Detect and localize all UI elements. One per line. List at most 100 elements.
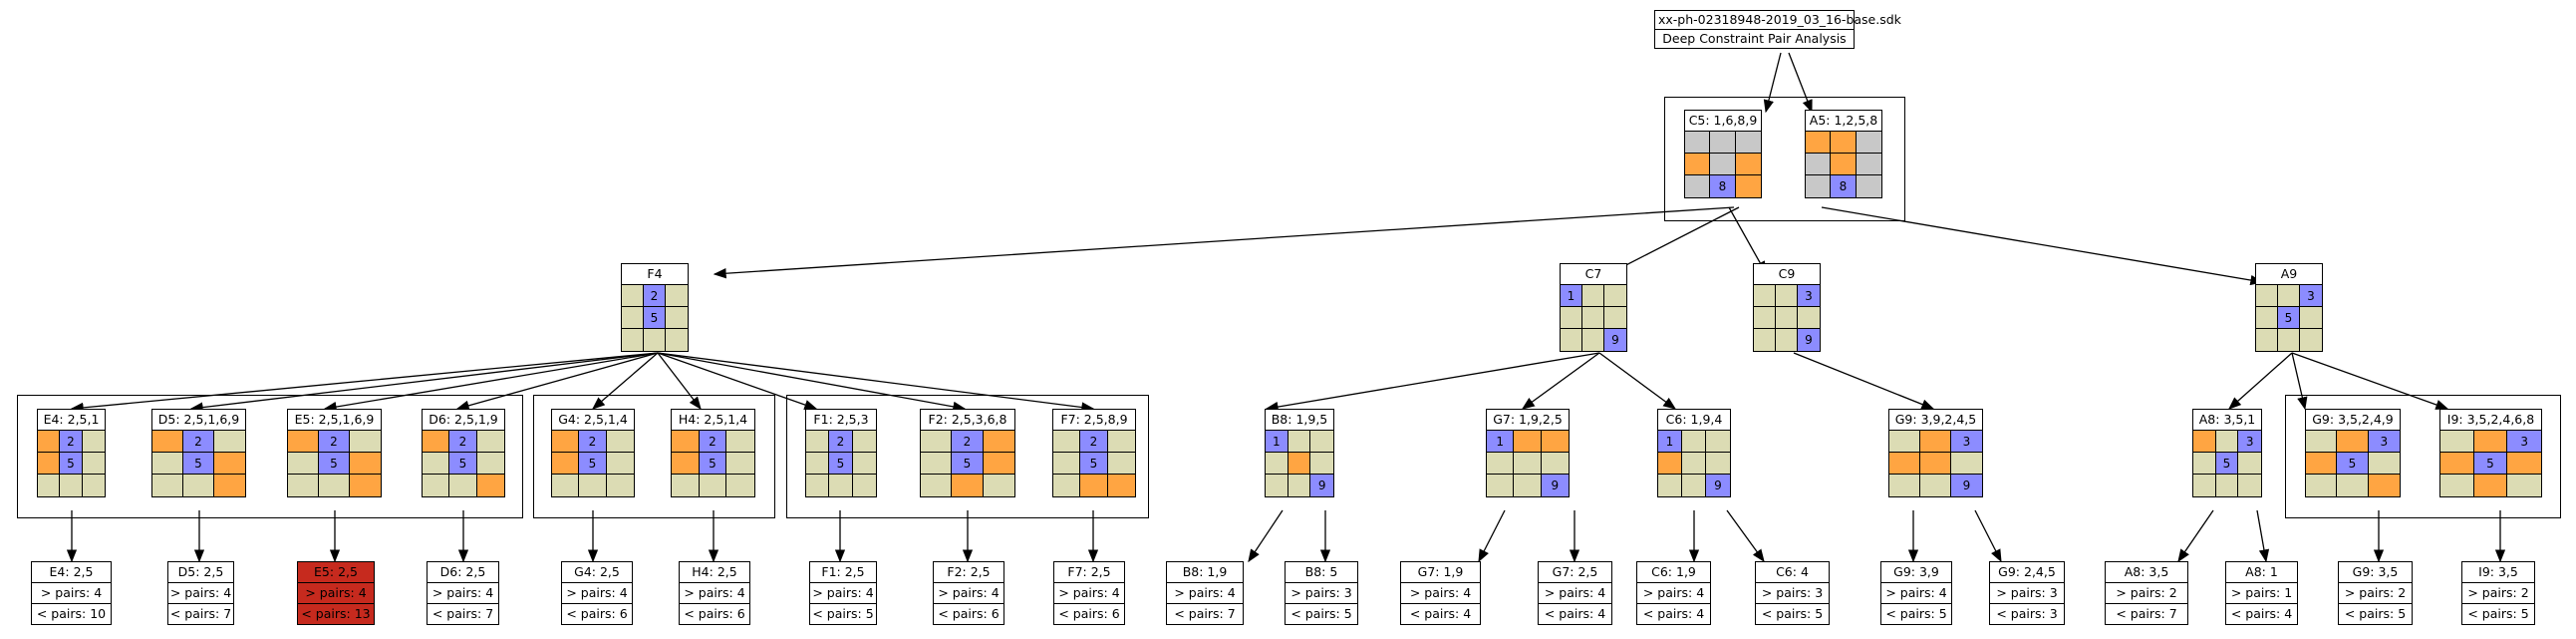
node-title: A5: 1,2,5,8 — [1806, 111, 1881, 132]
grid-cell — [806, 453, 830, 475]
leaf-cell-title: C6: 4 — [1776, 564, 1809, 579]
grid-cell: 2 — [829, 431, 853, 453]
grid-cell — [921, 431, 953, 453]
grid-cell — [1107, 431, 1135, 453]
grid-cell — [2507, 475, 2541, 496]
grid-cell — [214, 431, 245, 453]
grid-cell — [1266, 475, 1288, 496]
leaf-lt-pairs: < pairs: 7 — [2106, 603, 2187, 624]
grid-cell — [2300, 329, 2322, 351]
grid-cell: 5 — [449, 453, 477, 475]
grid-cell — [288, 475, 319, 496]
grid-cell: 5 — [1080, 453, 1108, 475]
leaf-lt-pairs: < pairs: 7 — [168, 603, 233, 624]
edge-arrow — [1821, 206, 2264, 286]
grid-cell — [579, 475, 607, 496]
grid-cell — [921, 453, 953, 475]
node-title: F2: 2,5,3,6,8 — [921, 410, 1014, 431]
grid-cell: 5 — [2473, 453, 2508, 475]
grid-cell — [82, 475, 105, 496]
grid-cell — [983, 475, 1014, 496]
grid-cell — [552, 475, 580, 496]
grid-cell: 5 — [952, 453, 984, 475]
leaf-g7a: G7: 1,9> pairs: 4< pairs: 4 — [1400, 561, 1481, 625]
node-title: A9 — [2256, 264, 2322, 285]
grid-cell — [476, 453, 504, 475]
leaf-gt-pairs: > pairs: 4 — [298, 582, 374, 603]
node-title: G9: 3,9,2,4,5 — [1889, 410, 1982, 431]
leaf-d5: D5: 2,5> pairs: 4< pairs: 7 — [167, 561, 234, 625]
grid-cell — [1856, 154, 1881, 175]
grid-cell — [1107, 453, 1135, 475]
node-title: G7: 1,9,2,5 — [1487, 410, 1569, 431]
grid-cell — [1487, 475, 1515, 496]
grid-cell: 1 — [1266, 431, 1288, 453]
grid-cell: 2 — [579, 431, 607, 453]
edge-arrow — [1728, 206, 1767, 275]
leaf-g9d: G9: 3,5> pairs: 2< pairs: 5 — [2338, 561, 2413, 625]
grid-cell — [2256, 307, 2278, 329]
leaf-g4: G4: 2,5> pairs: 4< pairs: 6 — [561, 561, 633, 625]
grid-cell — [2278, 329, 2300, 351]
grid-cell — [214, 475, 245, 496]
grid-cell: 5 — [183, 453, 214, 475]
grid-cell — [1080, 475, 1108, 496]
grid-cell — [1053, 431, 1081, 453]
grid-cell — [606, 431, 634, 453]
grid-cell — [622, 329, 644, 351]
grid-cell — [1514, 431, 1542, 453]
grid-cell — [552, 453, 580, 475]
cluster-g4-h4 — [533, 395, 775, 518]
grid-cell: 8 — [1710, 175, 1736, 197]
grid-cell — [1920, 453, 1951, 475]
leaf-gt-pairs: > pairs: 1 — [2226, 582, 2297, 603]
cluster-e4-d6 — [17, 395, 523, 518]
grid-cell — [2368, 475, 2400, 496]
grid-cell — [1310, 453, 1333, 475]
grid-cell — [726, 475, 754, 496]
grid-cell — [666, 307, 688, 329]
grid-cell: 2 — [183, 431, 214, 453]
leaf-gt-pairs: > pairs: 2 — [2339, 582, 2412, 603]
leaf-lt-pairs: < pairs: 6 — [562, 603, 632, 624]
grid-cell — [288, 453, 319, 475]
grid-cell — [1920, 431, 1951, 453]
leaf-lt-pairs: < pairs: 5 — [1881, 603, 1951, 624]
grid-cell — [38, 453, 61, 475]
leaf-lt-pairs: < pairs: 10 — [32, 603, 111, 624]
grid-cell — [1735, 175, 1761, 197]
leaf-g7b: G7: 2,5> pairs: 4< pairs: 4 — [1538, 561, 1612, 625]
grid-cell: 5 — [319, 453, 350, 475]
edge-arrow — [455, 352, 659, 411]
grid-cell — [1682, 431, 1706, 453]
leaf-gt-pairs: > pairs: 4 — [32, 582, 111, 603]
grid-cell: 5 — [2337, 453, 2369, 475]
header-label: xx-ph-02318948-2019_03_16-base.sdk Deep … — [1654, 10, 1901, 49]
grid-cell — [1798, 307, 1820, 329]
leaf-f1: F1: 2,5> pairs: 4< pairs: 5 — [809, 561, 877, 625]
leaf-gt-pairs: > pairs: 2 — [2106, 582, 2187, 603]
grid-cell — [672, 453, 700, 475]
grid-cell: 9 — [1951, 475, 1982, 496]
grid-cell: 3 — [1951, 431, 1982, 453]
leaf-c6b: C6: 4> pairs: 3< pairs: 5 — [1755, 561, 1830, 625]
edge-arrow — [2228, 352, 2293, 410]
grid-cell — [319, 475, 350, 496]
leaf-f2: F2: 2,5> pairs: 4< pairs: 6 — [933, 561, 1004, 625]
leaf-cell-title: E4: 2,5 — [49, 564, 94, 579]
leaf-cell-title: F7: 2,5 — [1067, 564, 1111, 579]
grid-cell: 8 — [1831, 175, 1857, 197]
leaf-gt-pairs: > pairs: 4 — [1054, 582, 1124, 603]
leaf-lt-pairs: < pairs: 7 — [428, 603, 498, 624]
grid-cell: 2 — [952, 431, 984, 453]
grid-cell — [622, 307, 644, 329]
node-title: C7 — [1561, 264, 1626, 285]
